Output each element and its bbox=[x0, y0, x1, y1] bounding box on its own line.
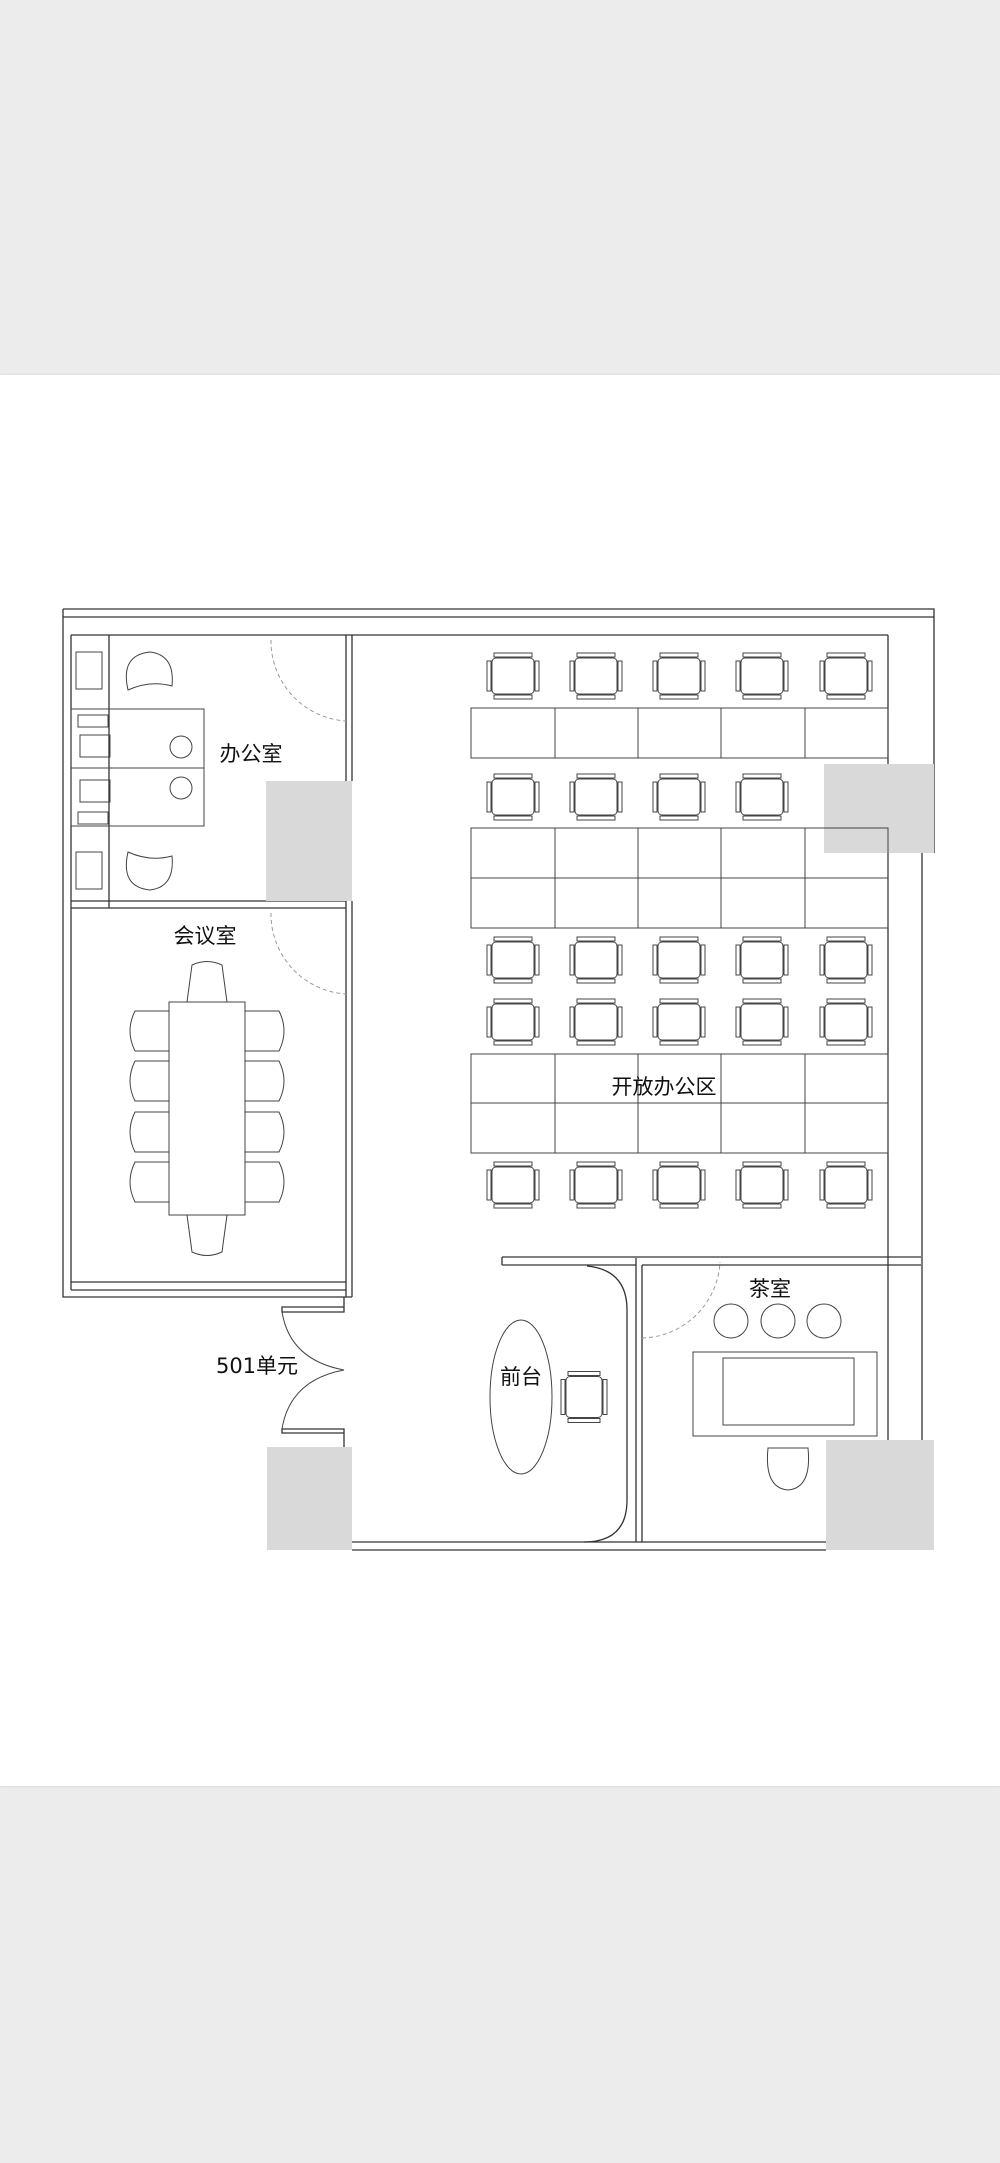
tea-stool bbox=[760, 1303, 796, 1339]
office-chair bbox=[735, 652, 789, 700]
walls bbox=[62, 608, 935, 1551]
open-office-desk bbox=[554, 707, 639, 759]
open-office-desk bbox=[637, 1102, 722, 1154]
tea-counter bbox=[692, 1351, 878, 1437]
office-chair bbox=[486, 936, 540, 984]
open-office-desk bbox=[637, 707, 722, 759]
open-office-desk bbox=[804, 707, 889, 759]
open-office-desk bbox=[637, 877, 722, 929]
meeting-chair bbox=[129, 1111, 169, 1153]
office-chair bbox=[735, 936, 789, 984]
open-office-desk bbox=[804, 1102, 889, 1154]
open-office-desk bbox=[470, 877, 556, 929]
office-chair bbox=[486, 998, 540, 1046]
side-cabinet bbox=[75, 851, 103, 890]
office-chair bbox=[486, 652, 540, 700]
meeting-chair bbox=[245, 1111, 285, 1153]
open-office-desk bbox=[804, 1053, 889, 1104]
office-chair bbox=[735, 1161, 789, 1209]
tea-room-label: 茶室 bbox=[749, 1277, 791, 1301]
side-cabinet bbox=[75, 651, 103, 690]
floor-plan-card bbox=[0, 375, 1000, 1786]
column-east bbox=[824, 764, 934, 853]
computer-icon bbox=[79, 779, 111, 803]
open-office-desk bbox=[470, 707, 556, 759]
column-entrance bbox=[267, 1447, 352, 1550]
reception-desk bbox=[489, 1319, 553, 1475]
meeting-chair bbox=[186, 1214, 228, 1256]
meeting-chair bbox=[245, 1010, 285, 1052]
tea-stool bbox=[713, 1303, 749, 1339]
open-office-desk bbox=[804, 877, 889, 929]
office-chair bbox=[735, 773, 789, 821]
computer-icon bbox=[79, 734, 111, 758]
tea-room-door-swing bbox=[641, 1261, 721, 1339]
meeting-chair bbox=[245, 1161, 285, 1203]
tea-counter-top bbox=[722, 1357, 855, 1426]
office-chair bbox=[486, 773, 540, 821]
open-office-desk bbox=[554, 827, 639, 879]
office-chair bbox=[569, 936, 623, 984]
phone-icon bbox=[169, 776, 193, 800]
phone-icon bbox=[169, 735, 193, 759]
meeting-table bbox=[168, 1001, 246, 1216]
column-tea-room bbox=[826, 1440, 934, 1550]
office-chair bbox=[652, 1161, 706, 1209]
meeting-chair bbox=[245, 1060, 285, 1102]
column-office bbox=[266, 781, 352, 901]
office-label: 办公室 bbox=[220, 742, 283, 766]
armchair bbox=[125, 651, 173, 691]
office-chair bbox=[652, 652, 706, 700]
office-chair bbox=[486, 1161, 540, 1209]
open-office-desk bbox=[720, 877, 806, 929]
doors bbox=[270, 639, 721, 1430]
office-chair bbox=[569, 773, 623, 821]
office-chair bbox=[560, 1371, 608, 1423]
office-door-swing bbox=[270, 639, 347, 722]
meeting-door-swing bbox=[270, 912, 347, 995]
office-chair bbox=[819, 936, 873, 984]
office-chair bbox=[569, 998, 623, 1046]
open-office-desk bbox=[554, 1102, 639, 1154]
keyboard-icon bbox=[77, 714, 109, 728]
office-chair bbox=[569, 652, 623, 700]
meeting-chair bbox=[186, 961, 228, 1003]
office-chair bbox=[819, 998, 873, 1046]
open-office-desk bbox=[720, 1102, 806, 1154]
entrance-double-door bbox=[281, 1311, 345, 1430]
open-office-desk bbox=[720, 707, 806, 759]
open-office-desk bbox=[720, 1053, 806, 1104]
office-chair bbox=[652, 998, 706, 1046]
tea-room-chair bbox=[766, 1447, 810, 1491]
armchair bbox=[125, 851, 173, 891]
unit-entrance-label: 501单元 bbox=[216, 1354, 298, 1378]
structural-columns bbox=[266, 764, 934, 1550]
open-office-label: 开放办公区 bbox=[612, 1075, 717, 1099]
keyboard-icon bbox=[77, 811, 109, 825]
open-office-desk bbox=[470, 1102, 556, 1154]
open-office-desk bbox=[554, 877, 639, 929]
furniture bbox=[70, 651, 889, 1491]
office-chair bbox=[652, 936, 706, 984]
reception-label: 前台 bbox=[500, 1365, 542, 1389]
meeting-chair bbox=[129, 1010, 169, 1052]
tea-stool bbox=[806, 1303, 842, 1339]
office-chair bbox=[569, 1161, 623, 1209]
meeting-room-label: 会议室 bbox=[174, 924, 237, 948]
office-chair bbox=[819, 1161, 873, 1209]
office-chair bbox=[819, 652, 873, 700]
office-chair bbox=[652, 773, 706, 821]
open-office-desk bbox=[637, 827, 722, 879]
meeting-chair bbox=[129, 1161, 169, 1203]
office-chair bbox=[735, 998, 789, 1046]
open-office-desk bbox=[470, 827, 556, 879]
open-office-desk bbox=[720, 827, 806, 879]
meeting-chair bbox=[129, 1060, 169, 1102]
open-office-desk bbox=[470, 1053, 556, 1104]
